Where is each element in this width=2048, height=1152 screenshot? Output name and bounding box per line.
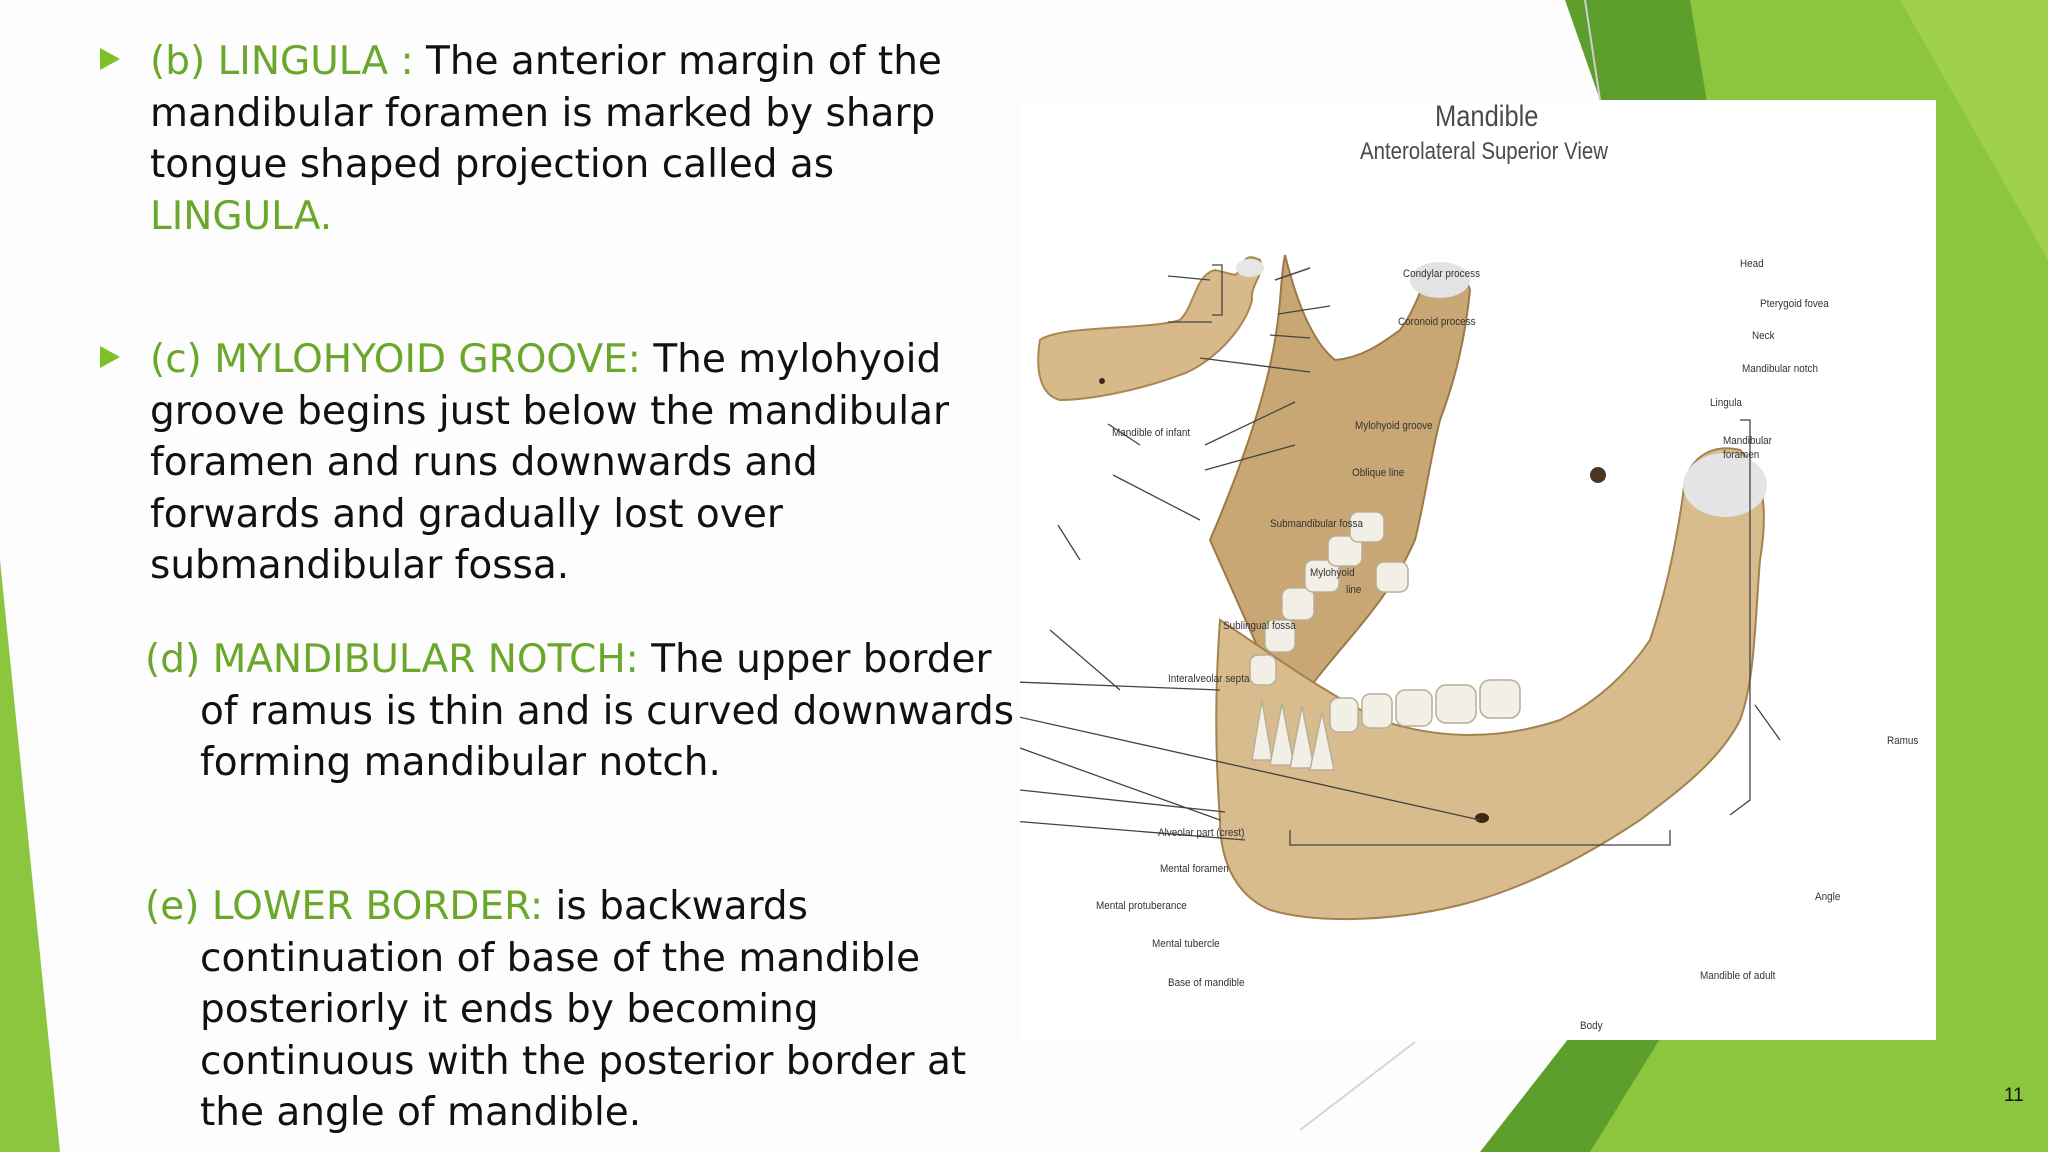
label-neck: Neck [1752, 330, 1775, 342]
label-pterygoid-fovea: Pterygoid fovea [1760, 298, 1829, 310]
point-c-line5: submandibular fossa. [150, 543, 570, 588]
left-green-sliver [0, 560, 60, 1152]
bullet-arrow-icon [100, 48, 120, 70]
page-number: 11 [2004, 1085, 2024, 1106]
label-mental-tubercle: Mental tubercle [1152, 938, 1220, 950]
label-alveolar-part: Alveolar part (crest) [1158, 827, 1245, 839]
right-green-panel-mid [1900, 0, 2048, 260]
point-e-line1: is backwards [543, 884, 808, 929]
point-c-line4: forwards and gradually lost over [150, 491, 783, 537]
label-sublingual-fossa: Sublingual fossa [1223, 620, 1296, 632]
label-coronoid-process: Coronoid process [1398, 316, 1476, 328]
label-mental-protuberance: Mental protuberance [1096, 900, 1187, 912]
point-d-line2: of ramus is thin and is curved downwards [200, 688, 1015, 734]
point-e-line5: the angle of mandible. [200, 1090, 642, 1135]
label-head: Head [1740, 258, 1764, 270]
point-e-line4: continuous with the posterior border at [200, 1038, 967, 1084]
label-mandible-of-adult: Mandible of adult [1700, 970, 1776, 982]
point-c-line1: The mylohyoid [640, 337, 942, 382]
label-mandibular-foramen-1: Mandibular [1723, 435, 1772, 447]
label-mandibular-foramen-2: foramen [1723, 449, 1760, 461]
label-condylar-process: Condylar process [1403, 268, 1481, 280]
point-c-line2: groove begins just below the mandibular [150, 388, 950, 434]
label-mandibular-notch: Mandibular notch [1742, 363, 1818, 375]
label-mandible-of-infant: Mandible of infant [1112, 427, 1191, 439]
point-e-line3: posteriorly it ends by becoming [200, 987, 819, 1032]
point-d-line3: forming mandibular notch. [200, 740, 721, 785]
point-e-line2: continuation of base of the mandible [200, 935, 921, 981]
label-mental-foramen: Mental foramen [1160, 863, 1229, 875]
point-d-line1: The upper border [638, 637, 992, 682]
point-b: (b) LINGULA : The anterior margin of the… [100, 36, 1020, 246]
point-e: (e) LOWER BORDER: is backwards continuat… [145, 881, 1065, 1139]
figure-title: Mandible [1435, 100, 1539, 133]
adult-near-body [1215, 447, 1765, 921]
point-c: (c) MYLOHYOID GROOVE: The mylohyoid groo… [100, 334, 1020, 594]
label-submandibular-fossa: Submandibular fossa [1270, 518, 1364, 530]
figure-subtitle: Anterolateral Superior View [1360, 138, 1608, 165]
point-d-term: (d) MANDIBULAR NOTCH: [145, 637, 639, 682]
label-lingula: Lingula [1710, 397, 1742, 409]
mandible-illustration [1020, 254, 1781, 921]
point-e-term: (e) LOWER BORDER: [145, 884, 544, 929]
label-interalveolar-septa: Interalveolar septa [1168, 673, 1250, 685]
label-base-of-mandible: Base of mandible [1168, 977, 1245, 989]
teeth-row [1249, 511, 1521, 771]
mandible-figure: Mandible Anterolateral Superior View [1020, 100, 1936, 1040]
point-c-line3: foramen and runs downwards and [150, 440, 818, 485]
label-mylohyoid-line-2: line [1346, 584, 1362, 596]
label-angle: Angle [1815, 891, 1841, 903]
infant-mandible-shape [1037, 256, 1263, 402]
point-b-line2: mandibular foramen is marked by sharp [150, 90, 936, 136]
point-b-line3: tongue shaped projection called as [150, 142, 835, 187]
label-ramus: Ramus [1887, 735, 1919, 747]
point-b-line1: The anterior margin of the [413, 39, 942, 84]
bullet-arrow-icon [100, 346, 120, 368]
point-b-term: (b) LINGULA : [150, 39, 414, 84]
label-mylohyoid-line-1: Mylohyoid [1310, 567, 1355, 579]
point-c-term: (c) MYLOHYOID GROOVE: [150, 337, 641, 382]
label-mylohyoid-groove: Mylohyoid groove [1355, 420, 1433, 432]
point-b-line4: LINGULA. [150, 193, 333, 239]
point-d: (d) MANDIBULAR NOTCH: The upper border o… [145, 634, 1065, 789]
label-body: Body [1580, 1020, 1603, 1032]
label-oblique-line: Oblique line [1352, 467, 1405, 479]
